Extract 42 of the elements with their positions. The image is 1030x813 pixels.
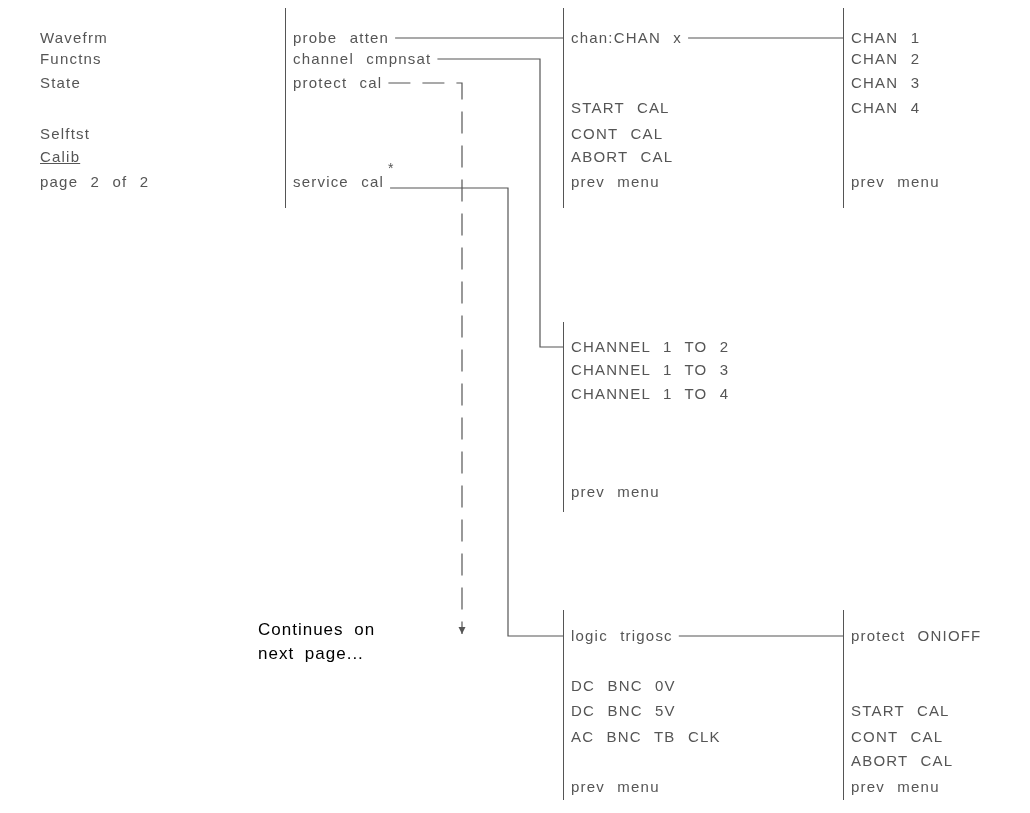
menu-item: CHAN 3 xyxy=(851,73,921,93)
menu-item: DC BNC 0V xyxy=(571,676,676,696)
menu-label: Functns xyxy=(40,49,102,69)
menu-item: protect ONIOFF xyxy=(851,626,982,646)
dashed-arrow xyxy=(387,82,466,635)
connector-line xyxy=(678,635,844,637)
menu-item: CONT CAL xyxy=(851,727,944,747)
menu-label: Wavefrm xyxy=(40,28,108,48)
menu-item: prev menu xyxy=(851,172,940,192)
menu-item: START CAL xyxy=(851,701,950,721)
menu-item: prev menu xyxy=(571,172,660,192)
menu-item: prev menu xyxy=(571,482,660,502)
note-text: Continues on next page... xyxy=(258,619,377,665)
menu-item: logic trigosc xyxy=(571,626,673,646)
menu-item: CHANNEL 1 TO 3 xyxy=(571,360,730,380)
menu-item: CHAN 1 xyxy=(851,28,921,48)
menu-item: CHAN 2 xyxy=(851,49,921,69)
menu-item: CONT CAL xyxy=(571,124,664,144)
menu-item: DC BNC 5V xyxy=(571,701,676,721)
menu-label: Selftst xyxy=(40,124,91,144)
menu-item: protect cal xyxy=(293,73,383,93)
menu-item: CHAN 4 xyxy=(851,98,921,118)
connector-line xyxy=(436,58,564,348)
menu-label: Calib xyxy=(40,147,81,167)
connector-line xyxy=(389,187,564,637)
page-indicator: page 2 of 2 xyxy=(40,172,150,192)
menu-item: prev menu xyxy=(571,777,660,797)
connector-line xyxy=(687,37,844,39)
menu-item: prev menu xyxy=(851,777,940,797)
menu-item: service cal xyxy=(293,172,385,192)
menu-item: probe atten xyxy=(293,28,390,48)
menu-item: ABORT CAL xyxy=(851,751,954,771)
menu-item: chan:CHAN x xyxy=(571,28,683,48)
menu-item: CHANNEL 1 TO 2 xyxy=(571,337,730,357)
menu-item: AC BNC TB CLK xyxy=(571,727,721,747)
menu-item: ABORT CAL xyxy=(571,147,674,167)
menu-label: State xyxy=(40,73,82,93)
menu-item: START CAL xyxy=(571,98,670,118)
menu-item: CHANNEL 1 TO 4 xyxy=(571,384,730,404)
menu-item: channel cmpnsat xyxy=(293,49,432,69)
connector-line xyxy=(394,37,564,39)
footnote-mark: * xyxy=(388,159,395,178)
